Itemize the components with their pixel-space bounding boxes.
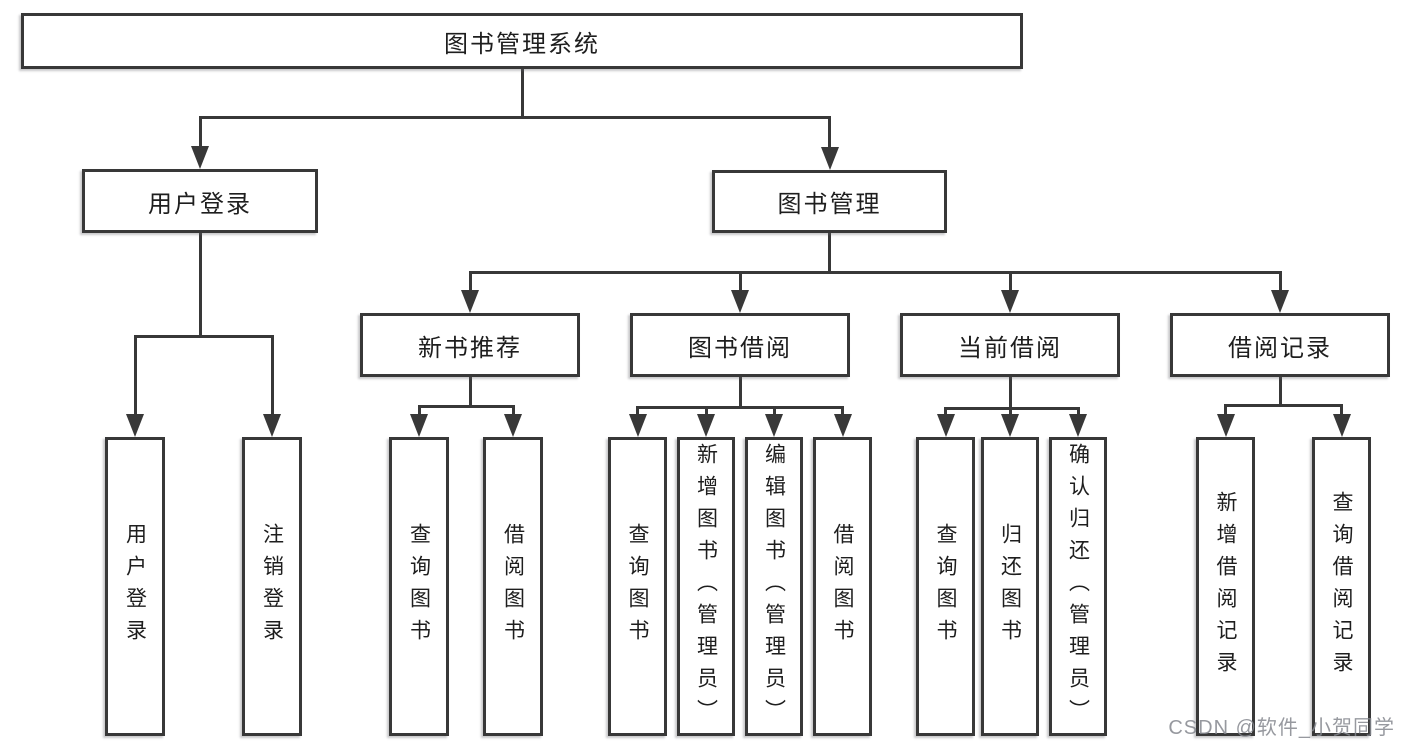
arrow-down-icon [697, 414, 715, 437]
connector-line [636, 405, 844, 409]
node-query-book-1: 查询图书 [389, 437, 449, 736]
arrow-down-icon [1271, 290, 1289, 313]
connector-line [772, 407, 776, 418]
label-query-book-2: 查询图书 [626, 522, 649, 651]
label-logout-leaf: 注销登录 [260, 522, 284, 651]
connector-line [1008, 408, 1012, 418]
node-query-borrow-record: 查询借阅记录 [1312, 437, 1371, 736]
label-current-borrow: 当前借阅 [958, 334, 1062, 362]
arrow-down-icon [410, 414, 428, 437]
label-new-book-rec: 新书推荐 [418, 334, 522, 362]
arrow-down-icon [461, 290, 479, 313]
node-book-mgmt: 图书管理 [712, 170, 947, 233]
connector-line [198, 117, 202, 150]
node-root: 图书管理系统 [21, 13, 1023, 69]
arrow-down-icon [731, 290, 749, 313]
node-borrow-book-2: 借阅图书 [813, 437, 872, 736]
arrow-down-icon [1216, 414, 1235, 437]
node-borrow-book-1: 借阅图书 [483, 437, 543, 736]
label-root: 图书管理系统 [444, 30, 600, 58]
arrow-down-icon [504, 414, 522, 437]
node-confirm-return: 确认归还（管理员） [1049, 437, 1107, 736]
label-borrow-book-2: 借阅图书 [831, 522, 854, 651]
arrow-down-icon [628, 414, 647, 437]
connector-line [1008, 376, 1012, 410]
label-return-book: 归还图书 [998, 522, 1022, 651]
connector-line [468, 270, 1282, 274]
connector-line [1340, 405, 1343, 418]
connector-line [417, 406, 421, 418]
node-query-book-2: 查询图书 [608, 437, 667, 736]
node-new-book-rec: 新书推荐 [360, 313, 580, 377]
connector-line [1224, 405, 1227, 418]
connector-line [944, 408, 947, 418]
node-edit-book: 编辑图书（管理员） [745, 437, 803, 736]
arrow-down-icon [1001, 290, 1019, 313]
connector-line [738, 272, 742, 294]
label-user-login: 用户登录 [148, 190, 252, 218]
arrow-down-icon [1001, 414, 1019, 437]
node-query-book-3: 查询图书 [916, 437, 975, 736]
node-add-book: 新增图书（管理员） [677, 437, 735, 736]
connector-line [828, 117, 831, 151]
node-book-borrow: 图书借阅 [630, 313, 850, 377]
label-query-book-1: 查询图书 [407, 522, 431, 651]
connector-line [1278, 272, 1282, 294]
connector-line [841, 407, 844, 418]
connector-line [520, 68, 524, 119]
connector-line [738, 376, 742, 409]
label-add-borrow-record: 新增借阅记录 [1214, 490, 1237, 683]
arrow-down-icon [833, 414, 852, 437]
arrow-down-icon [820, 147, 839, 170]
arrow-down-icon [1069, 414, 1087, 437]
connector-line [636, 407, 639, 418]
connector-line [1224, 403, 1343, 407]
connector-line [198, 115, 831, 119]
label-borrow-book-1: 借阅图书 [501, 522, 525, 651]
arrow-down-icon [765, 414, 783, 437]
node-return-book: 归还图书 [981, 437, 1039, 736]
label-book-mgmt: 图书管理 [777, 191, 882, 218]
connector-line [1278, 376, 1282, 407]
connector-line [704, 407, 708, 418]
connector-line [468, 272, 472, 294]
connector-line [133, 336, 137, 418]
node-borrow-records: 借阅记录 [1170, 313, 1390, 377]
arrow-down-icon [1332, 414, 1351, 437]
node-logout-leaf: 注销登录 [242, 437, 302, 736]
label-confirm-return: 确认归还（管理员） [1066, 442, 1090, 731]
arrow-down-icon [191, 146, 209, 169]
label-borrow-records: 借阅记录 [1228, 334, 1332, 362]
connector-line [1076, 408, 1080, 418]
connector-line [828, 232, 831, 274]
arrow-down-icon [263, 414, 281, 437]
label-add-book: 新增图书（管理员） [694, 442, 718, 731]
connector-line [468, 376, 472, 408]
node-user-login: 用户登录 [82, 169, 318, 233]
arrow-down-icon [126, 414, 144, 437]
label-query-borrow-record: 查询借阅记录 [1330, 490, 1353, 683]
connector-line [511, 406, 515, 418]
node-add-borrow-record: 新增借阅记录 [1196, 437, 1255, 736]
label-book-borrow: 图书借阅 [688, 334, 792, 362]
connector-line [198, 232, 202, 338]
node-current-borrow: 当前借阅 [900, 313, 1120, 377]
connector-line [944, 406, 1080, 410]
connector-line [1008, 272, 1012, 294]
label-query-book-3: 查询图书 [934, 522, 957, 651]
watermark: CSDN @软件_小贺同学 [1168, 717, 1395, 739]
connector-line [417, 404, 515, 408]
node-user-login-leaf: 用户登录 [105, 437, 165, 736]
label-edit-book: 编辑图书（管理员） [762, 442, 786, 731]
connector-line [133, 334, 274, 338]
label-user-login-leaf: 用户登录 [123, 522, 147, 651]
connector-line [270, 336, 274, 418]
arrow-down-icon [936, 414, 955, 437]
